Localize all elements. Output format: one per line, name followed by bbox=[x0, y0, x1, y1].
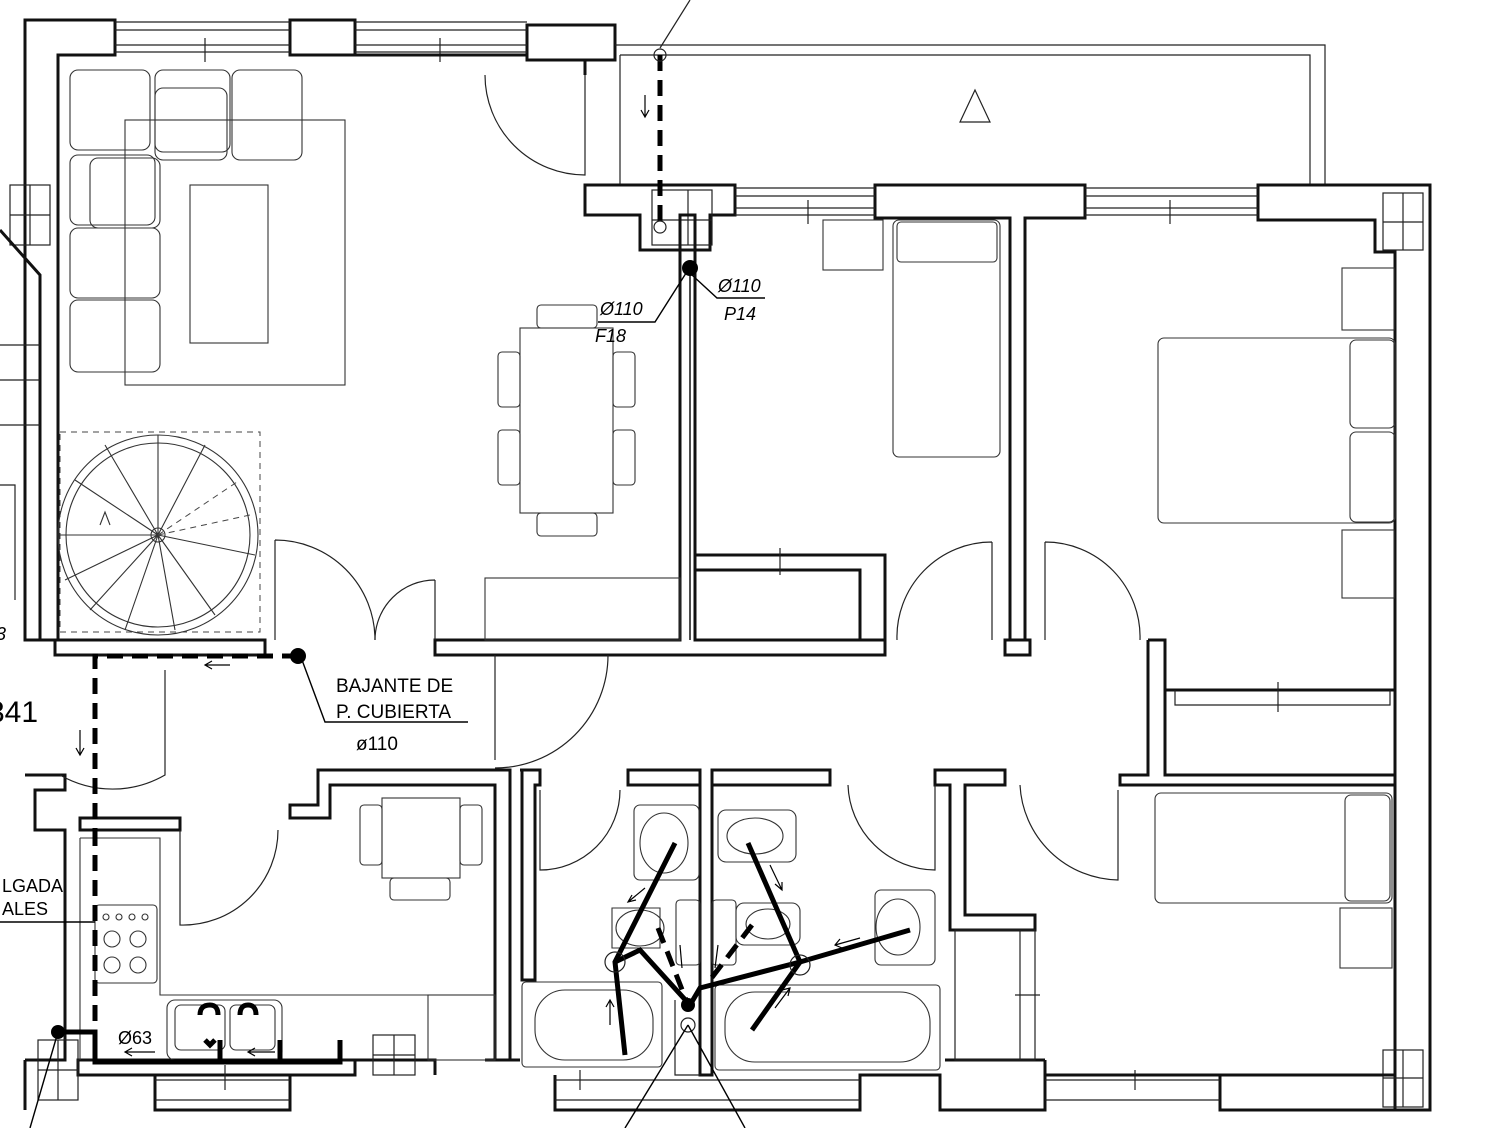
label-leaders bbox=[0, 269, 765, 923]
spiral-staircase bbox=[57, 431, 261, 636]
living-room-furniture bbox=[69, 69, 681, 641]
left-cut-number: 341 bbox=[0, 696, 38, 729]
bedroom-furniture bbox=[822, 219, 1396, 969]
bathroom-fixtures bbox=[521, 804, 941, 1071]
bajante-diameter-label: ø110 bbox=[356, 734, 398, 755]
left-edge-fragment: 3 bbox=[0, 624, 6, 644]
bajante-label-line2: P. CUBIERTA bbox=[336, 702, 451, 723]
left-cut-label-line1: LGADA bbox=[2, 876, 63, 896]
kitchen-furniture bbox=[79, 797, 496, 1061]
f18-diameter-label: Ø110 bbox=[599, 299, 643, 319]
drainage-pipes bbox=[29, 0, 911, 1128]
terrace-triangle-symbol bbox=[959, 88, 991, 123]
f18-code-label: F18 bbox=[595, 326, 626, 346]
exterior-walls bbox=[0, 18, 1432, 1112]
kitchen-pipe-diameter-label: Ø63 bbox=[118, 1028, 152, 1048]
p14-code-label: P14 bbox=[724, 304, 756, 324]
doors bbox=[59, 74, 1141, 926]
text-labels: Ø110 F18 Ø110 P14 BAJANTE DE P. CUBIERTA… bbox=[0, 276, 761, 1048]
p14-diameter-label: Ø110 bbox=[717, 276, 761, 296]
left-cut-label-line2: ALES bbox=[2, 899, 48, 919]
bajante-label-line1: BAJANTE DE bbox=[336, 676, 453, 697]
